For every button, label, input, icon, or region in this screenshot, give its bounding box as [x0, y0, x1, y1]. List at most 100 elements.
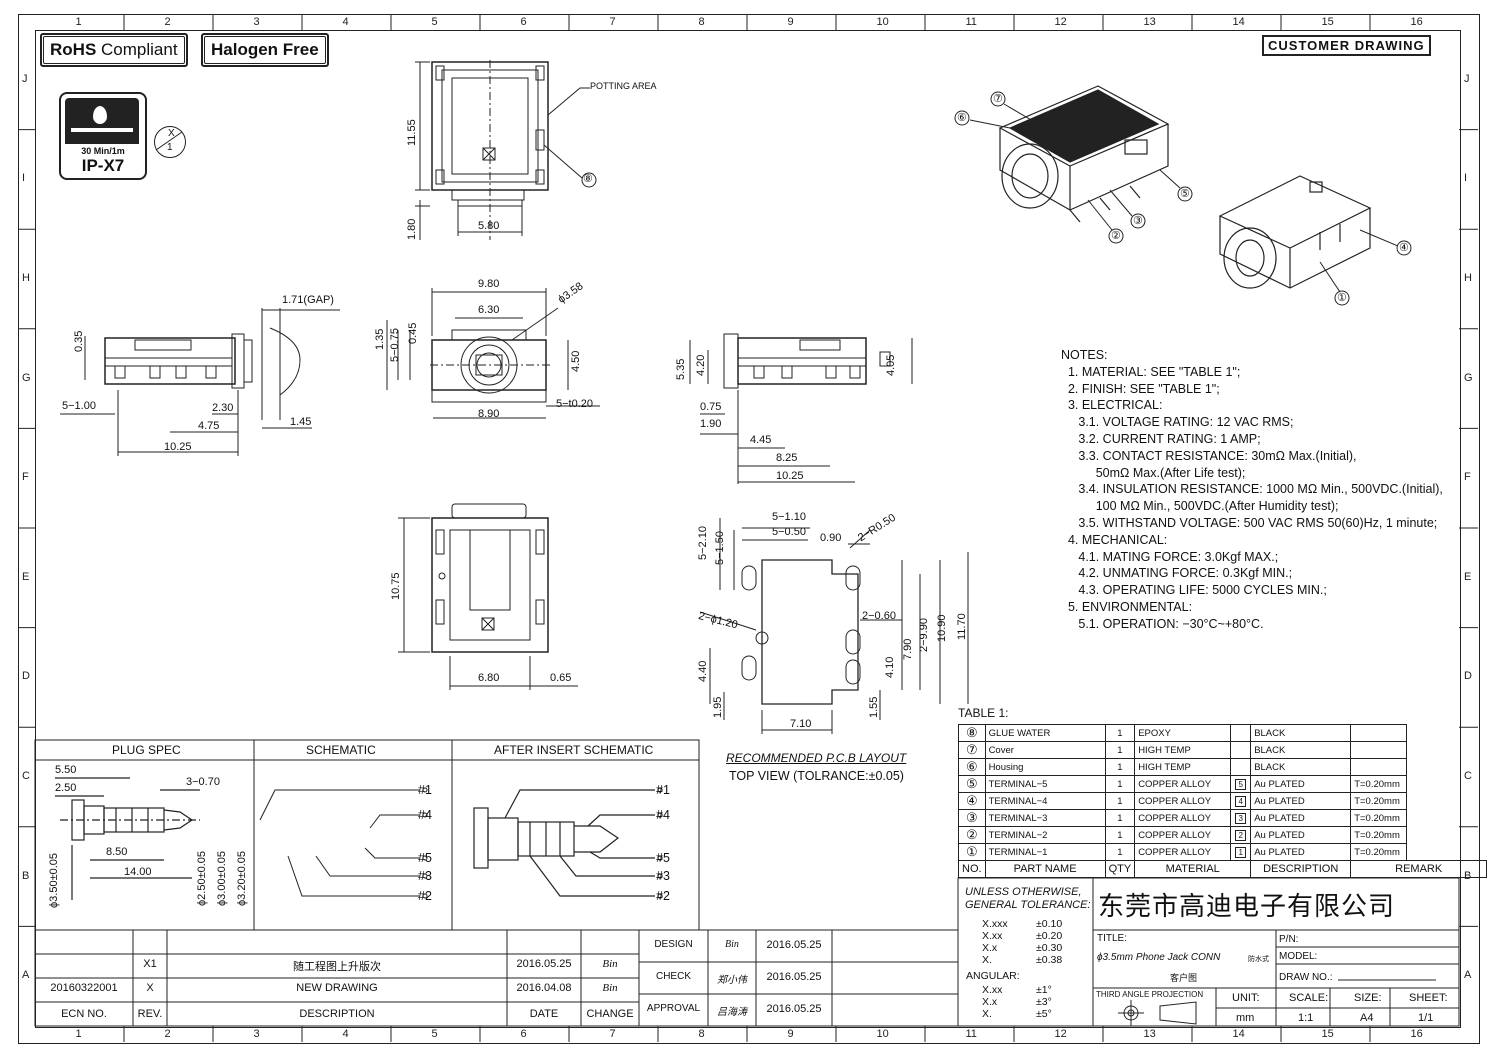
row-label-left: G: [22, 371, 31, 384]
terminal-box: 4: [1235, 795, 1247, 807]
plug-drawing: [55, 777, 200, 900]
dim-10-25-left: 10.25: [164, 441, 192, 453]
revision-header-ecn: ECN NO.: [61, 1008, 107, 1020]
table1-cell-qty: 1: [1104, 809, 1136, 827]
iso-callout-5: ⑤: [1180, 188, 1190, 200]
revision-cell-rev: X: [146, 982, 154, 994]
dim-4-10: 4.10: [884, 656, 896, 678]
row-label-right: J: [1464, 72, 1470, 85]
row-label-left: I: [22, 172, 26, 185]
plug-dim-phi-3-20: ϕ3.20±0.05: [236, 850, 248, 906]
dim-1-55: 1.55: [868, 696, 880, 718]
row-label-right: D: [1464, 670, 1472, 683]
table1-cell-part: TERMINAL−3: [984, 809, 1106, 827]
approval-date: 2016.05.25: [766, 939, 822, 951]
plug-dim-2-50: 2.50: [55, 782, 77, 794]
after-pin-3: #3: [656, 869, 670, 883]
terminal-box: 5: [1235, 778, 1247, 790]
dim-2-9-90: 2−9.90: [918, 618, 930, 652]
sch-pin-5: #5: [418, 851, 432, 865]
tol-val: ±0.10: [1036, 918, 1063, 930]
dim-5-1-00: 5−1.00: [62, 400, 96, 412]
column-label-top: 7: [609, 16, 616, 28]
iso-view-2: [1218, 175, 1372, 289]
sch-pin-1: #1: [418, 783, 432, 797]
table1-header-part: PART NAME: [984, 860, 1106, 878]
plug-dim-5-50: 5.50: [55, 764, 77, 776]
sch-pin-2: #2: [418, 889, 432, 903]
water-drop-icon: [65, 98, 139, 144]
after-pin-1: #1: [656, 783, 670, 797]
plug-dim-phi-3-00: ϕ3.00±0.05: [216, 850, 228, 906]
row-label-right: F: [1464, 471, 1471, 484]
note-line: 50mΩ Max.(After Life test);: [1061, 465, 1246, 480]
projection-label: THIRD ANGLE PROJECTION: [1096, 990, 1204, 999]
column-label-bottom: 15: [1321, 1028, 1334, 1040]
table1-cell-remark: T=0.20mm: [1350, 792, 1408, 810]
dim-0-90: 0.90: [820, 532, 842, 544]
note-line: 3.5. WITHSTAND VOLTAGE: 500 VAC RMS 50(6…: [1061, 515, 1438, 530]
dim-4-20: 4.20: [695, 354, 707, 376]
left-side-view: [60, 308, 340, 456]
table1-cell-material: COPPER ALLOY: [1134, 826, 1232, 844]
revision-header-desc: DESCRIPTION: [299, 1008, 375, 1020]
plug-dim-phi-2-50: ϕ2.50±0.05: [196, 850, 208, 906]
customer-drawing-label: CUSTOMER DRAWING: [1262, 35, 1431, 56]
column-label-bottom: 10: [876, 1028, 889, 1040]
dim-1-45: 1.45: [290, 416, 312, 428]
approval-date: 2016.05.25: [766, 1003, 822, 1015]
plug-dim-phi-3-50: ϕ3.50±0.05: [48, 852, 60, 908]
iso-callout-3: ③: [1133, 215, 1143, 227]
column-label-bottom: 3: [253, 1028, 260, 1040]
table1-header-no: NO.: [958, 860, 986, 878]
column-label-top: 5: [431, 16, 438, 28]
revision-cell-date: 2016.04.08: [516, 982, 572, 994]
table1-cell-box: 4: [1230, 792, 1252, 810]
approval-date: 2016.05.25: [766, 971, 822, 983]
column-label-bottom: 5: [431, 1028, 438, 1040]
size-value: A4: [1360, 1012, 1374, 1024]
table1-cell-material: HIGH TEMP: [1134, 741, 1232, 759]
tol-key: X.x: [982, 942, 998, 954]
dim-0-65: 0.65: [550, 672, 572, 684]
iso-callouts: [954, 91, 1412, 306]
column-label-top: 9: [787, 16, 794, 28]
column-label-bottom: 2: [164, 1028, 171, 1040]
plug-dim-3-0-70: 3−0.70: [186, 776, 220, 788]
table1-cell-part: Cover: [984, 741, 1106, 759]
tol-angular: ANGULAR:: [966, 970, 1020, 982]
dim-6-30: 6.30: [478, 304, 500, 316]
after-pin-5: #5: [656, 851, 670, 865]
iso-callout-7: ⑦: [993, 93, 1003, 105]
dim-2-0-60: 2−0.60: [862, 610, 896, 622]
column-label-top: 8: [698, 16, 705, 28]
table1-cell-desc: Au PLATED: [1250, 792, 1352, 810]
revision-cell-desc: NEW DRAWING: [296, 982, 378, 994]
terminal-box: 3: [1235, 812, 1247, 824]
table1-cell-material: COPPER ALLOY: [1134, 792, 1232, 810]
table1-cell-material: COPPER ALLOY: [1134, 809, 1232, 827]
tol-ang-val: ±1°: [1036, 984, 1052, 996]
table1-cell-box: 1: [1230, 843, 1252, 861]
table1-cell-box: [1230, 741, 1252, 759]
table1-cell-qty: 1: [1104, 826, 1136, 844]
note-line: 5. ENVIRONMENTAL:: [1061, 599, 1193, 614]
table1-cell-no: ⑦: [958, 741, 986, 759]
dim-4-40: 4.40: [697, 660, 709, 682]
dim-10-75: 10.75: [390, 572, 402, 600]
row-label-left: H: [22, 272, 30, 284]
dim-11-55: 11.55: [406, 119, 418, 146]
column-label-top: 2: [164, 16, 171, 28]
table1-cell-desc: BLACK: [1250, 724, 1352, 742]
dim-0-35: 0.35: [73, 330, 85, 352]
table1-cell-remark: T=0.20mm: [1350, 809, 1408, 827]
revision-frame: [34, 929, 959, 1027]
note-line: 2. FINISH: SEE "TABLE 1";: [1061, 381, 1220, 396]
dim-9-80: 9.80: [478, 278, 500, 290]
column-label-bottom: 13: [1143, 1028, 1156, 1040]
dim-8-90: 8.90: [478, 408, 500, 420]
